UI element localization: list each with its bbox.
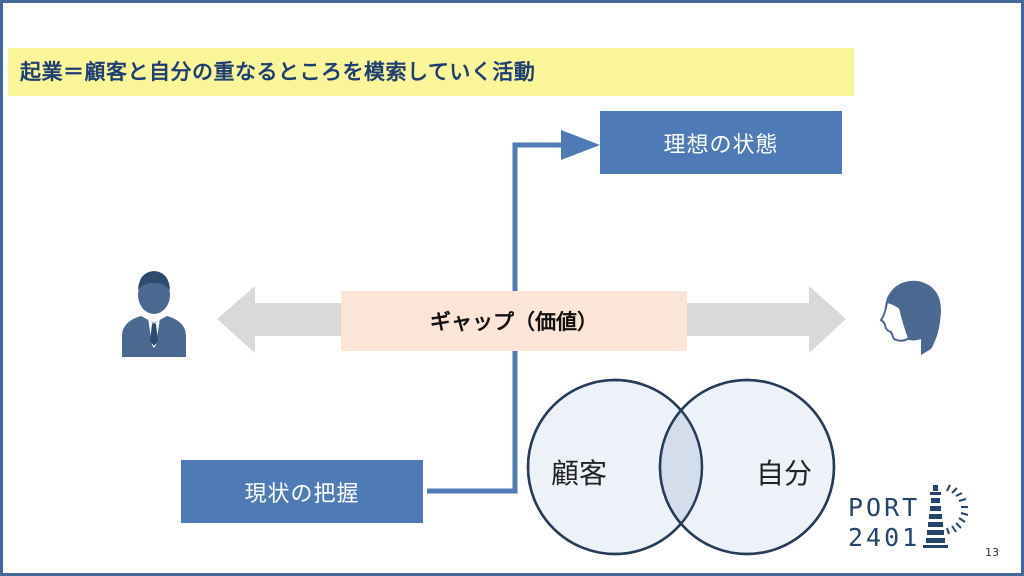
slide-title: 起業＝顧客と自分の重なるところを模索していく活動 [20,60,536,84]
woman-icon [879,280,941,355]
title-bar: 起業＝顧客と自分の重なるところを模索していく活動 [8,48,854,96]
lighthouse-icon [923,484,969,548]
page-number: 13 [985,546,999,559]
logo-text-2401: 2401 [848,523,921,552]
businessman-icon [122,271,186,357]
venn-label-self: 自分 [756,457,813,490]
progress-arrowhead [561,130,600,160]
diagram [122,130,941,556]
gap-value-box: ギャップ（価値） [341,291,687,351]
ideal-state-box: 理想の状態 [600,111,842,174]
venn-label-customer: 顧客 [551,457,608,490]
logo-text-port: PORT [848,493,921,522]
current-state-box: 現状の把握 [181,460,423,523]
